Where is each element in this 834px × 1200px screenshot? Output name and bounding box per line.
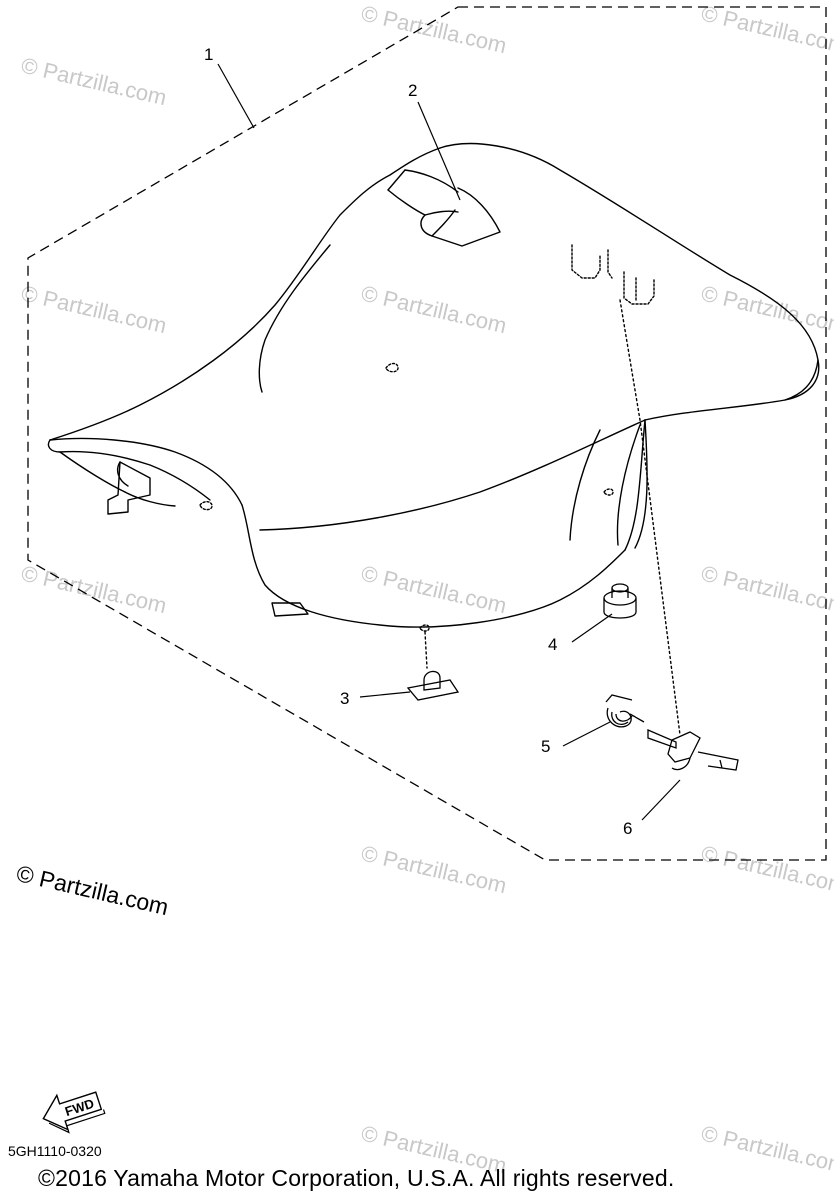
leader-lines [217, 63, 681, 821]
watermark: © Partzilla.com [19, 53, 169, 111]
part-code: 5GH1110-0320 [8, 1143, 102, 1159]
spring-part [605, 694, 645, 728]
copyright-notice: ©2016 Yamaha Motor Corporation, U.S.A. A… [38, 1165, 675, 1191]
watermark: © Partzilla.com [699, 561, 834, 619]
watermark: © Partzilla.com [359, 561, 509, 619]
clip-nut-part [406, 670, 460, 701]
callout-1: 1 [204, 45, 213, 64]
watermark: © Partzilla.com [19, 281, 169, 339]
watermark: © Partzilla.com [699, 281, 834, 339]
latch-part [647, 729, 739, 771]
watermark: © Partzilla.com [699, 841, 834, 899]
callout-2: 2 [408, 81, 417, 100]
watermark: © Partzilla.com [359, 841, 509, 899]
watermark: © Partzilla.com [359, 1, 509, 59]
damper-part [603, 583, 637, 619]
watermark: © Partzilla.com [359, 281, 509, 339]
watermark: © Partzilla.com [699, 1121, 834, 1179]
assembly-boundary [27, 6, 827, 861]
callout-6: 6 [623, 819, 632, 838]
callout-5: 5 [541, 737, 550, 756]
watermark-layer: © Partzilla.com © Partzilla.com © Partzi… [19, 1, 834, 1179]
callout-4: 4 [548, 635, 557, 654]
callout-3: 3 [340, 689, 349, 708]
seat-body [47, 143, 820, 736]
watermark: © Partzilla.com [699, 1, 834, 59]
forward-arrow-icon: FWD [42, 1091, 106, 1134]
watermark: © Partzilla.com [19, 561, 169, 619]
